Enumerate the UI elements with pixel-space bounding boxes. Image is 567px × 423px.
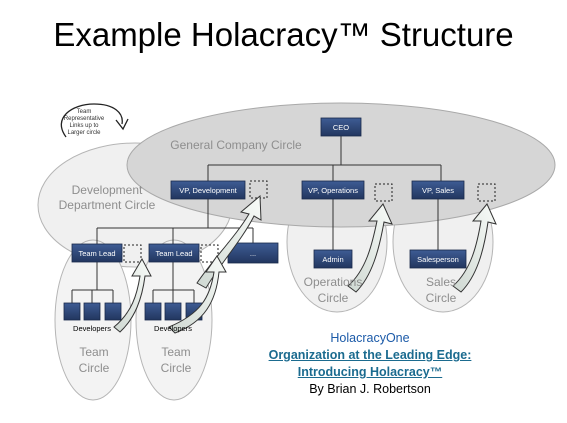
rep-link-box (249, 180, 268, 199)
rep-link-box (477, 183, 496, 202)
admin-box (313, 249, 353, 269)
developer-box (63, 302, 81, 321)
link-up-arrow (113, 257, 152, 333)
organization-link[interactable]: HolacracyOne (330, 331, 410, 345)
developer-box (83, 302, 101, 321)
ceo-label: CEO (333, 123, 349, 132)
team-circle-label: Circle (161, 361, 192, 375)
credits: HolacracyOne Organization at the Leading… (240, 330, 500, 398)
developer-box (144, 302, 162, 321)
vp-sales-box (411, 180, 465, 200)
developers-label: Developers (73, 324, 111, 333)
team-circle-label: Team (79, 345, 108, 359)
sales-circle-label: Circle (426, 291, 457, 305)
admin-label: Admin (322, 255, 343, 264)
circular-arrow-icon (60, 103, 123, 138)
vp-operations-label: VP, Operations (308, 186, 358, 195)
team-circle-label: Circle (79, 361, 110, 375)
vp-development-box (170, 180, 246, 200)
link-up-arrow (168, 255, 227, 334)
rep-link-box (200, 244, 219, 263)
rep-link-box (123, 244, 142, 263)
book-title-link-line2[interactable]: Introducing Holacracy™ (297, 365, 443, 379)
general-circle-label: General Company Circle (170, 138, 302, 152)
link-up-arrow (347, 203, 393, 293)
circular-arrow-head (115, 118, 129, 131)
vp-development-label: VP, Development (179, 186, 237, 195)
operations-circle-label: Operations (304, 275, 363, 289)
team-lead-label: Team Lead (155, 249, 192, 258)
developer-box (104, 302, 122, 321)
sales-circle-label: Sales (426, 275, 456, 289)
team-circle-label: Team (161, 345, 190, 359)
salesperson-box (409, 249, 467, 269)
salesperson-label: Salesperson (417, 255, 459, 264)
development-circle-label: Development (72, 183, 143, 197)
note-line: Links up to (69, 123, 99, 129)
vp-operations-box (301, 180, 365, 200)
team-lead-label: Team Lead (78, 249, 115, 258)
developers-label: Developers (154, 324, 192, 333)
team-lead-box-2 (148, 243, 200, 263)
note-line: Team (77, 109, 92, 115)
vp-sales-label: VP, Sales (422, 186, 454, 195)
rep-link-box (374, 183, 393, 202)
more-roles-label: ... (250, 249, 256, 258)
development-circle-label: Department Circle (59, 198, 156, 212)
team-lead-box-1 (71, 243, 123, 263)
book-title-link-line1[interactable]: Organization at the Leading Edge: (268, 348, 472, 362)
author-text: By Brian J. Robertson (309, 382, 431, 396)
operations-circle-label: Circle (318, 291, 349, 305)
note-line: Representative (64, 116, 105, 122)
note-line: Larger circle (67, 130, 101, 136)
slide-title: Example Holacracy™ Structure (53, 16, 514, 53)
ceo-box (320, 117, 362, 137)
link-up-arrow (452, 203, 497, 293)
developer-box (164, 302, 182, 321)
